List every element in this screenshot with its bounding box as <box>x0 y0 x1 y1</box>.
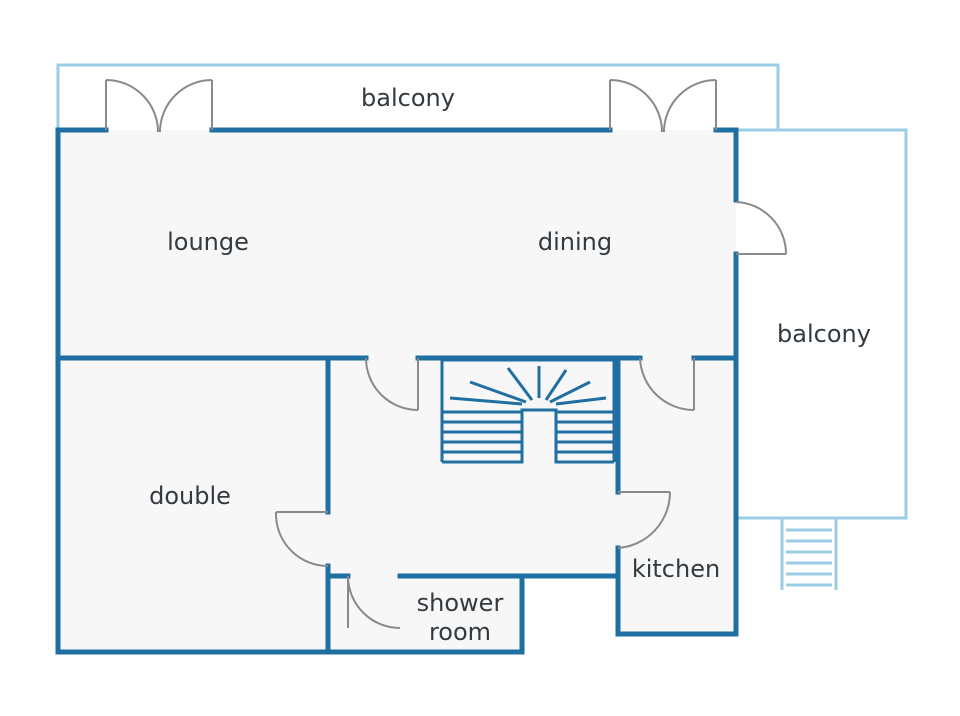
balcony-side-outline <box>736 128 908 520</box>
exterior-wall <box>55 127 525 655</box>
label-dining: dining <box>538 228 612 256</box>
label-shower-line1: shower <box>417 589 504 617</box>
wall-right-lower <box>615 251 739 637</box>
doors <box>105 79 787 629</box>
label-balcony-top: balcony <box>361 84 455 112</box>
staircase <box>440 358 616 464</box>
label-double: double <box>149 482 231 510</box>
label-balcony-side: balcony <box>777 320 871 348</box>
label-shower-line2: room <box>429 618 491 646</box>
label-lounge: lounge <box>167 228 249 256</box>
balcony-stairs <box>780 518 838 590</box>
label-kitchen: kitchen <box>632 555 720 583</box>
balcony-top-outline <box>56 63 780 130</box>
floor-areas <box>58 130 736 652</box>
